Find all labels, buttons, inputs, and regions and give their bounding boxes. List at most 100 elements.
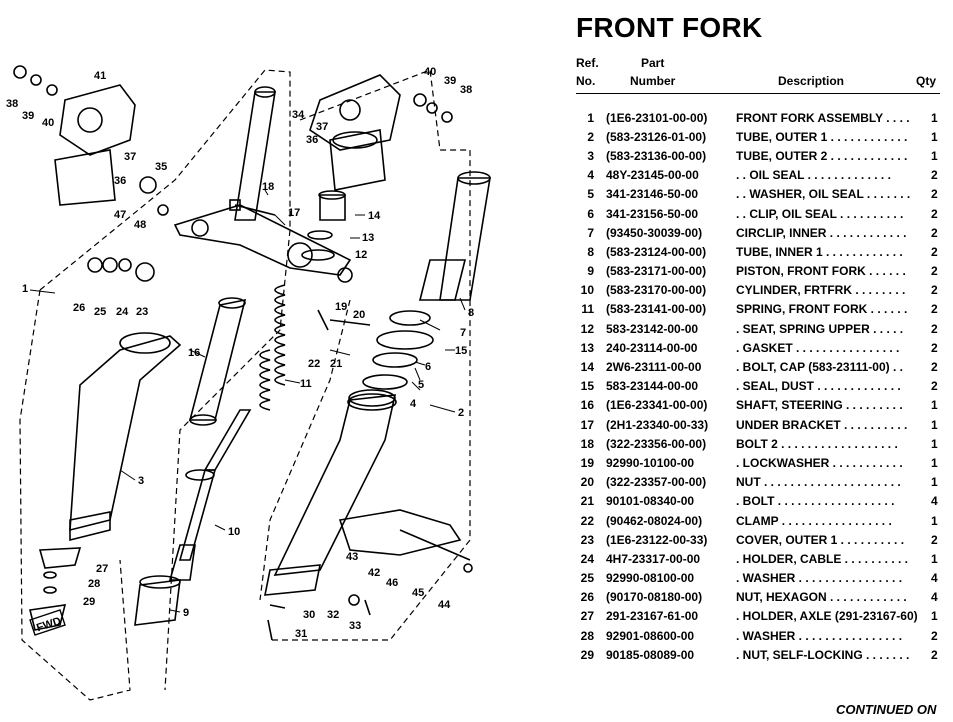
table-row: 11 (583-23141-00-00) SPRING, FRONT FORK . … <box>576 300 937 319</box>
qty-cell: 1 <box>930 475 938 490</box>
description-cell: SPRING, FRONT FORK . . . . . . <box>736 302 908 317</box>
svg-text:17: 17 <box>288 207 300 219</box>
description-cell: . . CLIP, OIL SEAL . . . . . . . . . . <box>736 206 904 221</box>
qty-cell: 2 <box>930 187 938 202</box>
ref-cell: 20 <box>580 475 594 490</box>
fwd-label: FWD <box>35 615 63 634</box>
part-number-cell: 583-23144-00-00 <box>606 379 699 394</box>
ref-cell: 10 <box>580 283 594 298</box>
svg-text:18: 18 <box>262 181 274 193</box>
description-cell: . WASHER . . . . . . . . . . . . . . . . <box>736 628 903 643</box>
ref-cell: 9 <box>587 264 594 279</box>
svg-text:45: 45 <box>412 587 424 599</box>
part-number-cell: (583-23141-00-00) <box>606 302 707 317</box>
header-qty: Qty <box>916 74 937 88</box>
qty-cell: 2 <box>930 340 938 355</box>
qty-cell: 2 <box>930 168 938 183</box>
part-number-cell: (93450-30039-00) <box>606 225 703 240</box>
part-number-cell: 583-23142-00-00 <box>606 321 699 336</box>
description-cell: . NUT, SELF-LOCKING . . . . . . . <box>736 647 910 662</box>
ref-cell: 19 <box>580 455 594 470</box>
svg-text:35: 35 <box>155 161 167 173</box>
ref-cell: 7 <box>587 225 594 240</box>
svg-text:16: 16 <box>188 347 200 359</box>
description-cell: FRONT FORK ASSEMBLY . . . . <box>736 110 910 125</box>
svg-text:39: 39 <box>22 110 34 122</box>
qty-cell: 1 <box>930 551 938 566</box>
qty-cell: 4 <box>930 494 938 509</box>
svg-text:9: 9 <box>183 607 189 619</box>
table-row: 9(583-23171-00-00)PISTON, FRONT FORK . .… <box>576 262 938 281</box>
description-cell: CYLINDER, FRTFRK . . . . . . . . <box>736 283 906 298</box>
ref-cell: 28 <box>580 628 594 643</box>
svg-text:24: 24 <box>116 306 129 318</box>
svg-text:39: 39 <box>444 75 456 87</box>
ref-cell: 27 <box>580 609 594 624</box>
svg-text:6: 6 <box>425 361 431 373</box>
description-cell: COVER, OUTER 1 . . . . . . . . . . <box>736 532 905 547</box>
svg-text:20: 20 <box>353 309 365 321</box>
table-row: 20(322-23357-00-00)NUT . . . . . . . . .… <box>576 473 938 492</box>
svg-text:27: 27 <box>96 563 108 575</box>
svg-text:14: 14 <box>368 210 381 222</box>
svg-text:43: 43 <box>346 551 358 563</box>
table-row: 16(1E6-23341-00-00)SHAFT, STEERING . . .… <box>576 396 938 415</box>
table-row: 7 (93450-30039-00) CIRCLIP, INNER . . . . … <box>576 223 937 242</box>
svg-text:31: 31 <box>295 628 307 640</box>
header-part-line2: Number <box>630 74 676 88</box>
svg-text:28: 28 <box>88 578 100 590</box>
fwd-arrow-icon: FWD <box>29 609 66 636</box>
part-number-cell: 341-23156-50-00 <box>606 206 699 221</box>
ref-cell: 24 <box>580 551 594 566</box>
qty-cell: 1 <box>930 609 938 624</box>
qty-cell: 1 <box>930 417 938 432</box>
ref-cell: 16 <box>580 398 594 413</box>
part-number-cell: 240-23114-00-00 <box>606 340 698 355</box>
description-cell: TUBE, OUTER 2 . . . . . . . . . . . . <box>736 148 908 163</box>
part-number-cell: (583-23124-00-00) <box>606 244 707 259</box>
svg-text:40: 40 <box>424 66 436 78</box>
svg-text:41: 41 <box>94 70 106 82</box>
svg-text:47: 47 <box>114 209 126 221</box>
svg-text:12: 12 <box>355 249 367 261</box>
svg-text:8: 8 <box>468 307 474 319</box>
qty-cell: 2 <box>930 264 938 279</box>
qty-cell: 1 <box>930 129 938 144</box>
ref-cell: 3 <box>587 148 594 163</box>
description-cell: TUBE, INNER 1 . . . . . . . . . . . . <box>736 244 903 259</box>
svg-text:48: 48 <box>134 219 146 231</box>
qty-cell: 1 <box>930 110 938 125</box>
qty-cell: 2 <box>930 283 938 298</box>
callout-labels: 1 2 3 4 5 6 7 8 9 10 11 12 13 14 15 16 1… <box>6 66 474 640</box>
qty-cell: 2 <box>930 628 938 643</box>
description-cell: TUBE, OUTER 1 . . . . . . . . . . . . <box>736 129 908 144</box>
ref-cell: 17 <box>580 417 594 432</box>
description-cell: . LOCKWASHER . . . . . . . . . . . <box>736 455 903 470</box>
ref-cell: 11 <box>581 302 594 317</box>
part-number-cell: (583-23136-00-00) <box>606 148 707 163</box>
table-row: 3 (583-23136-00-00) TUBE, OUTER 2 . . . . … <box>576 146 937 165</box>
part-number-cell: (583-23170-00-00) <box>606 283 707 298</box>
description-cell: . HOLDER, AXLE (291-23167-60) <box>736 609 918 624</box>
ref-cell: 2 <box>587 129 594 144</box>
part-number-cell: (322-23357-00-00) <box>606 475 707 490</box>
description-cell: CIRCLIP, INNER . . . . . . . . . . . . <box>736 225 907 240</box>
qty-cell: 4 <box>930 571 938 586</box>
svg-text:23: 23 <box>136 306 148 318</box>
description-cell: PISTON, FRONT FORK . . . . . . <box>736 264 906 279</box>
table-row: 6 341-23156-50-00 . . CLIP, OIL SEAL . . .… <box>576 204 937 223</box>
qty-cell: 1 <box>930 398 938 413</box>
table-row: 8(583-23124-00-00)TUBE, INNER 1 . . . . … <box>576 242 937 261</box>
ref-cell: 6 <box>587 206 594 221</box>
part-number-cell: 90101-08340-00 <box>606 494 695 509</box>
svg-text:38: 38 <box>6 98 18 110</box>
svg-text:26: 26 <box>73 302 85 314</box>
svg-text:46: 46 <box>386 577 398 589</box>
svg-text:36: 36 <box>114 175 126 187</box>
ref-cell: 22 <box>580 513 594 528</box>
